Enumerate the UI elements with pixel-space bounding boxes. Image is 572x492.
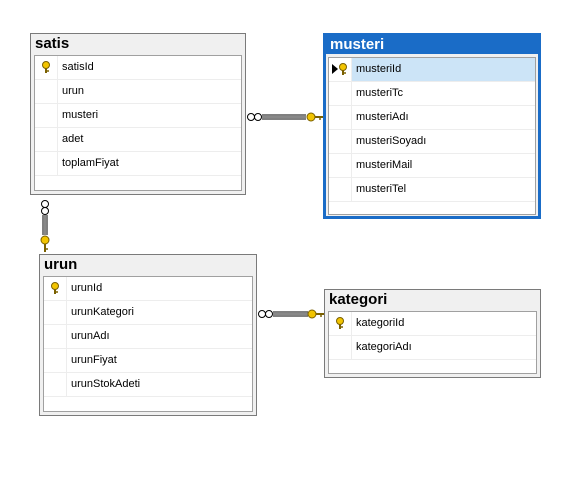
table-satis[interactable]: satis satisId urun musteri adet toplamFi… — [30, 33, 246, 195]
table-kategori[interactable]: kategori kategoriId kategoriAdı — [324, 289, 541, 378]
column-row[interactable]: urunId — [44, 277, 252, 301]
column-list: satisId urun musteri adet toplamFiyat — [34, 55, 242, 191]
primary-key-icon — [51, 282, 59, 294]
column-row[interactable]: musteriTc — [329, 82, 535, 106]
relationship-urun-kategori[interactable] — [258, 309, 325, 319]
one-end-key-icon — [306, 112, 323, 122]
column-list: urunId urunKategori urunAdı urunFiyat ur… — [43, 276, 253, 412]
primary-key-icon — [336, 317, 344, 329]
column-name: urunFiyat — [71, 354, 117, 366]
column-list: kategoriId kategoriAdı — [328, 311, 537, 374]
column-name: satisId — [62, 61, 94, 73]
many-end-icon — [41, 200, 49, 208]
column-row[interactable]: urunKategori — [44, 301, 252, 325]
many-end-icon — [41, 207, 49, 215]
column-row[interactable]: kategoriAdı — [329, 336, 536, 360]
column-name: urunId — [71, 282, 103, 294]
column-name: adet — [62, 133, 84, 145]
column-name: toplamFiyat — [62, 157, 119, 169]
column-name: musteriMail — [356, 159, 413, 171]
column-row[interactable]: satisId — [35, 56, 241, 80]
many-end-icon — [247, 113, 255, 121]
column-name: urun — [62, 85, 85, 97]
many-end-icon — [258, 310, 266, 318]
column-row[interactable]: urunStokAdeti — [44, 373, 252, 397]
table-title[interactable]: urun — [40, 255, 256, 275]
column-row[interactable]: musteriTel — [329, 178, 535, 202]
column-row[interactable]: musteriMail — [329, 154, 535, 178]
table-title[interactable]: kategori — [325, 290, 540, 310]
column-row[interactable]: kategoriId — [329, 312, 536, 336]
column-row[interactable]: musteriId — [329, 58, 535, 82]
one-end-key-icon — [40, 235, 50, 252]
relationship-satis-urun[interactable] — [40, 200, 50, 253]
column-name: urunKategori — [71, 306, 134, 318]
column-row[interactable]: urunAdı — [44, 325, 252, 349]
column-name: musteri — [62, 109, 99, 121]
column-row[interactable]: musteri — [35, 104, 241, 128]
table-musteri[interactable]: musteri musteriId musteriTc musteriAdı m… — [323, 33, 541, 219]
primary-key-icon — [339, 63, 347, 75]
table-title[interactable]: musteri — [326, 36, 538, 54]
table-title[interactable]: satis — [31, 34, 245, 54]
column-row[interactable]: urunFiyat — [44, 349, 252, 373]
column-name: kategoriAdı — [356, 341, 412, 353]
column-row[interactable]: musteriSoyadı — [329, 130, 535, 154]
column-row[interactable]: musteriAdı — [329, 106, 535, 130]
row-selector-arrow-icon — [332, 64, 338, 74]
column-name: musteriId — [356, 63, 402, 75]
column-name: urunAdı — [71, 330, 110, 342]
primary-key-icon — [42, 61, 50, 73]
column-row[interactable]: adet — [35, 128, 241, 152]
column-name: kategoriId — [356, 317, 405, 329]
table-urun[interactable]: urun urunId urunKategori urunAdı urunFiy… — [39, 254, 257, 416]
column-list: musteriId musteriTc musteriAdı musteriSo… — [328, 57, 536, 215]
one-end-key-icon — [307, 309, 324, 319]
column-name: musteriSoyadı — [356, 135, 427, 147]
column-name: musteriTel — [356, 183, 407, 195]
column-row[interactable]: toplamFiyat — [35, 152, 241, 176]
relationship-satis-musteri[interactable] — [247, 112, 324, 122]
column-name: musteriTc — [356, 87, 404, 99]
column-name: musteriAdı — [356, 111, 409, 123]
column-row[interactable]: urun — [35, 80, 241, 104]
column-name: urunStokAdeti — [71, 378, 141, 390]
many-end-icon — [265, 310, 273, 318]
many-end-icon — [254, 113, 262, 121]
